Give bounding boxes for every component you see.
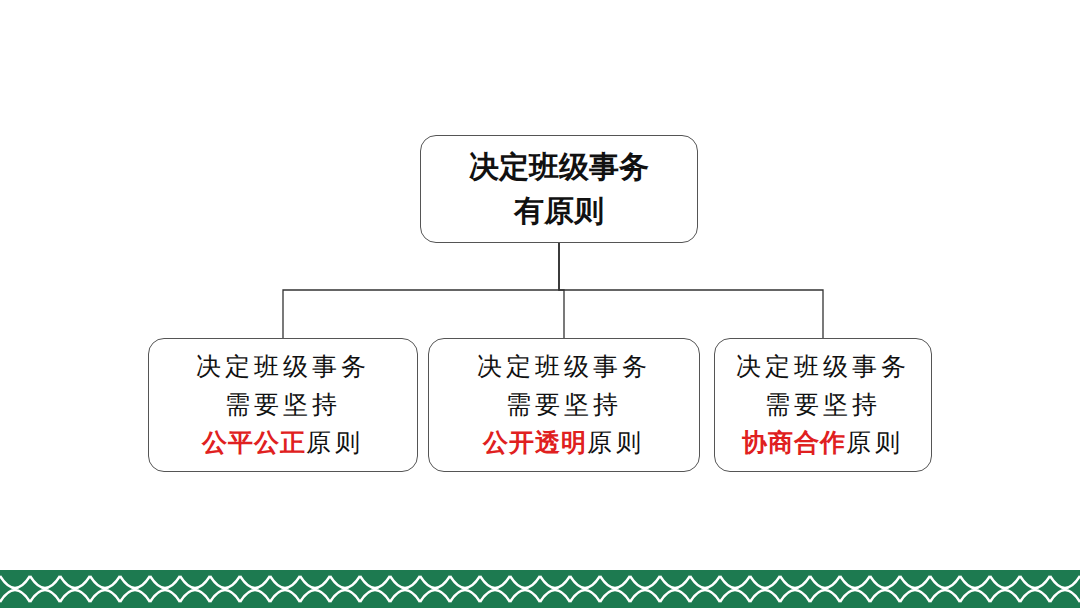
principle-box: 决定班级事务 需要坚持协商合作原则 [714, 338, 932, 472]
box-title: 决定班级事务 有原则 [465, 145, 653, 233]
principle-box: 决定班级事务 需要坚持公平公正原则 [148, 338, 418, 472]
principle-box: 决定班级事务 需要坚持公开透明原则 [428, 338, 700, 472]
highlight-text: 公平公正 [202, 428, 306, 457]
tree-connector [283, 243, 559, 338]
decorative-band [0, 570, 1080, 608]
highlight-text: 协商合作 [742, 428, 846, 457]
highlight-text: 公开透明 [483, 428, 587, 457]
box-text: 原则 [846, 428, 904, 457]
box-text: 原则 [587, 428, 645, 457]
root-box: 决定班级事务 有原则 [420, 135, 698, 243]
box-text: 原则 [306, 428, 364, 457]
box-text: 决定班级事务 需要坚持 [473, 348, 655, 424]
text-line: 公平公正原则 [202, 424, 364, 462]
text-line: 公开透明原则 [483, 424, 645, 462]
box-text: 决定班级事务 需要坚持 [192, 348, 374, 424]
tree-connector [559, 243, 823, 338]
text-line: 协商合作原则 [742, 424, 904, 462]
box-text: 决定班级事务 需要坚持 [732, 348, 914, 424]
